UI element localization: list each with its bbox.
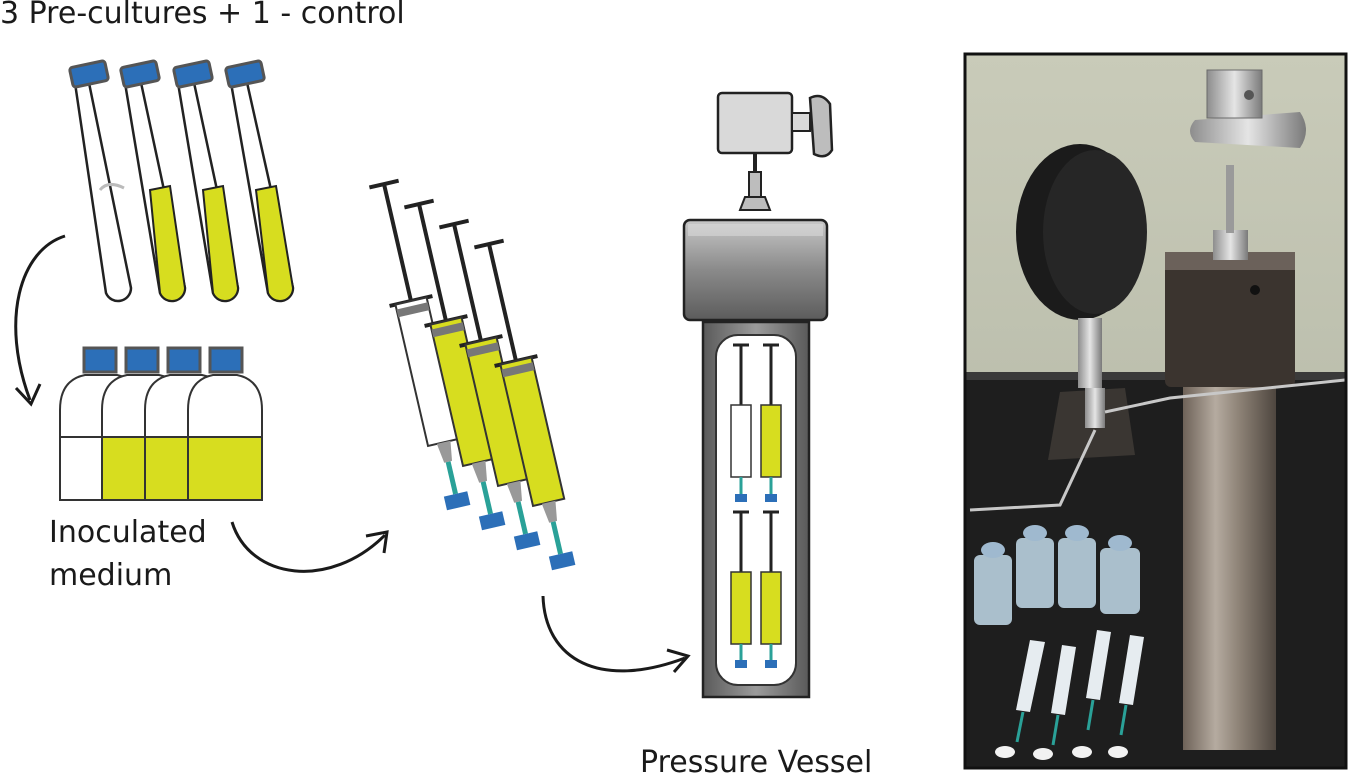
test-tube-culture-2 (172, 59, 240, 303)
inoculated-label-line2: medium (49, 558, 173, 593)
vessel-syringes (730, 343, 782, 668)
test-tube-culture-3 (224, 59, 295, 303)
bottle-culture-3 (187, 346, 263, 501)
inoculated-label-line1: Inoculated (49, 515, 207, 550)
syringe-culture-2 (438, 218, 541, 551)
pressure-vessel-label: Pressure Vessel (640, 745, 873, 780)
pressure-gauge (716, 91, 834, 211)
syringe-culture-3 (473, 238, 576, 571)
diagram-title: 3 Pre-cultures + 1 - control (0, 0, 405, 31)
arrow-tubes-to-bottles (14, 234, 66, 407)
photo-panel (963, 52, 1348, 770)
arrow-bottles-to-syringes (230, 521, 389, 573)
syringe-control (368, 178, 471, 511)
pressure-vessel-schematic (682, 218, 829, 699)
photo-vials (974, 525, 1140, 625)
arrow-syringes-to-vessel (541, 595, 691, 673)
test-tube-control (68, 59, 133, 303)
test-tube-culture-1 (119, 59, 187, 303)
syringe-culture-1 (403, 198, 506, 531)
photo-syringes (995, 630, 1144, 760)
